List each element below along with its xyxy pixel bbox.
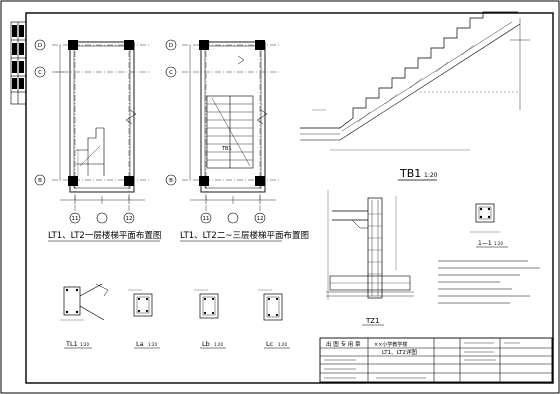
la-scale: 1:20 bbox=[148, 342, 157, 347]
beam-detail-la bbox=[128, 289, 153, 317]
tl1-scale: 1:20 bbox=[80, 342, 89, 347]
lc-scale: 1:20 bbox=[278, 342, 287, 347]
grid-row-label: D bbox=[169, 43, 173, 49]
general-notes bbox=[438, 260, 540, 304]
plan-upper-caption: LT1、LT2二~三层楼梯平面布置图 bbox=[180, 230, 309, 241]
beam-detail-tl1 bbox=[60, 283, 109, 321]
grid-row-label: B bbox=[169, 178, 173, 184]
title-stamp: 出 图 专 用 章 bbox=[326, 340, 361, 348]
lb-label: Lb bbox=[202, 340, 210, 348]
plan-upper-floor bbox=[165, 39, 280, 224]
la-label: La bbox=[136, 340, 144, 348]
grid-row-label: C bbox=[38, 70, 42, 76]
grid-col-label: 12 bbox=[257, 216, 264, 222]
plan-tb-label: TB1 bbox=[221, 146, 232, 152]
lc-label: Lc bbox=[266, 340, 274, 348]
plan-ground-grid-labels: D C B 11 12 bbox=[38, 43, 133, 222]
grid-col-label: 12 bbox=[126, 216, 133, 222]
plan-upper-grid-labels: D C B 11 12 bbox=[169, 43, 264, 222]
binding-strip bbox=[10, 21, 27, 105]
tl1-label: TL1 bbox=[65, 340, 78, 348]
plan-ground-floor bbox=[34, 39, 150, 224]
tb1-caption: TB1 bbox=[399, 167, 421, 180]
grid-col-label: 11 bbox=[72, 216, 79, 222]
section-1-1-scale: 1:20 bbox=[494, 241, 503, 246]
tb1-scale: 1:20 bbox=[424, 172, 438, 179]
section-1-1-label: 1—1 bbox=[478, 240, 492, 247]
grid-col-label: 11 bbox=[203, 216, 210, 222]
section-1-1-caption: 1—1 1:20 bbox=[476, 240, 508, 248]
lb-scale: 1:20 bbox=[214, 342, 223, 347]
stair-section-caption: TB1 1:20 bbox=[398, 167, 438, 181]
title-project: ××小学教学楼 bbox=[374, 341, 407, 348]
inner-border bbox=[25, 12, 554, 384]
stair-section-tb1 bbox=[300, 11, 530, 151]
section-1-1 bbox=[470, 203, 500, 233]
tz1-label: TZ1 bbox=[365, 317, 380, 325]
grid-row-label: C bbox=[169, 70, 173, 76]
grid-row-label: D bbox=[38, 43, 42, 49]
beam-detail-lc bbox=[258, 289, 283, 321]
plan-ground-caption: LT1、LT2一层楼梯平面布置图 bbox=[48, 230, 161, 241]
title-drawing-name: LT1、LT2详图 bbox=[382, 348, 417, 356]
title-block bbox=[319, 337, 553, 383]
grid-row-label: B bbox=[38, 178, 42, 184]
beam-detail-lb bbox=[194, 289, 219, 319]
tz1-detail bbox=[326, 190, 414, 300]
